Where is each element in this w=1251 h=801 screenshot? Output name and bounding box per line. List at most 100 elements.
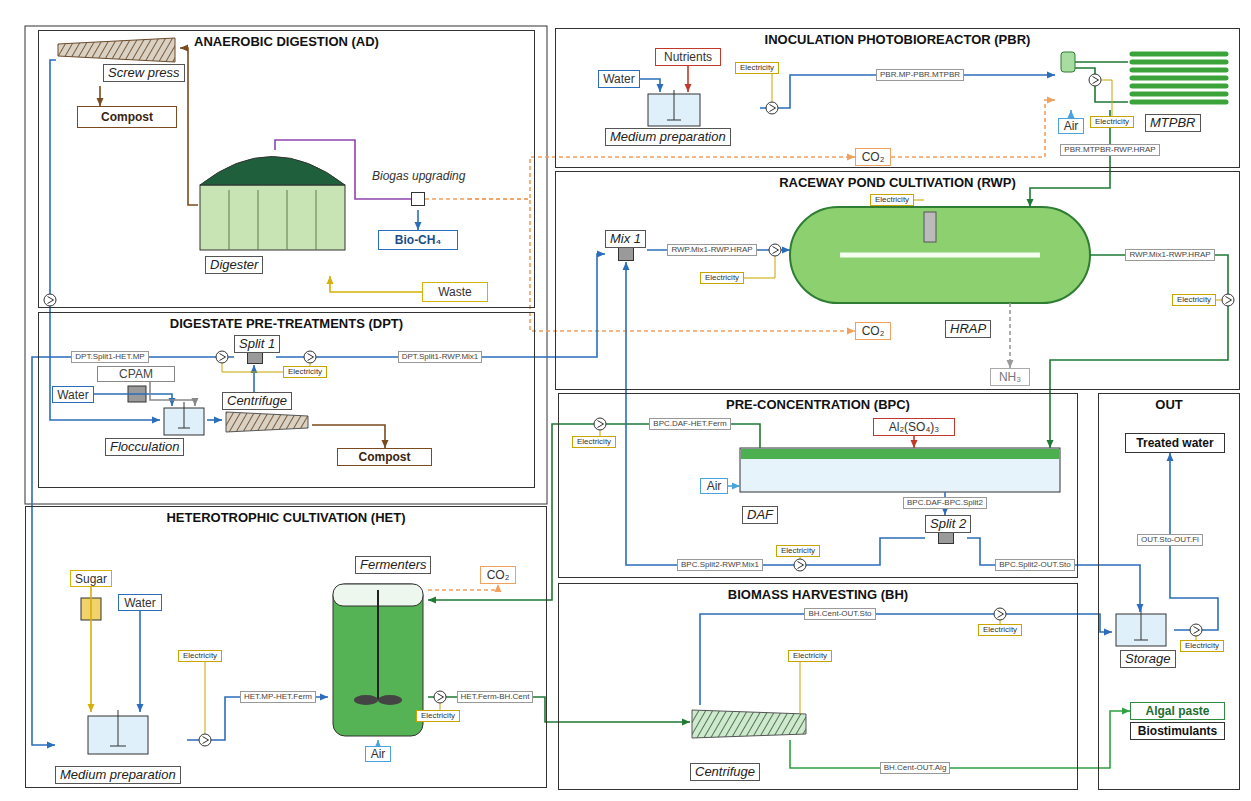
flow-connector — [685, 66, 692, 92]
stream-label: BPC.DAF-BPC.Split2 — [903, 497, 987, 509]
flow-line — [1050, 255, 1228, 448]
electricity-box: Electricity — [572, 436, 616, 448]
electricity-label: Electricity — [793, 651, 827, 661]
arrow-head — [1027, 199, 1034, 207]
electricity-label: Electricity — [740, 63, 774, 73]
equipment-label: Flocculation — [105, 438, 184, 456]
equipment-label: HRAP — [945, 320, 991, 338]
equipment-label: Digester — [205, 256, 263, 274]
arrow-head — [847, 328, 855, 335]
arrow-head — [180, 45, 188, 52]
equipment: Biogas upgrading — [368, 168, 468, 210]
flow-connector — [623, 262, 926, 565]
equipment: Split 2 — [925, 515, 967, 545]
arrow-head — [1122, 708, 1130, 715]
flow-connector — [790, 708, 1130, 769]
stream-box: Water — [598, 70, 640, 88]
flow-line — [790, 711, 1130, 768]
flow-line — [967, 538, 1140, 612]
equipment: Flocculation — [160, 406, 207, 436]
equipment: Centrifuge — [690, 705, 810, 740]
drawing-part — [378, 695, 402, 705]
stream-label: BPC.DAF-HET.Ferm — [649, 418, 730, 430]
mtpbr-icon — [1061, 52, 1226, 102]
stream-label: RWP.Mix1-RWP.HRAP — [1125, 249, 1214, 261]
stream-box: Compost — [337, 448, 432, 466]
daf-icon — [740, 448, 1060, 492]
flow-connector — [1047, 255, 1229, 448]
power-wire — [205, 74, 1222, 734]
stream-box: Air — [700, 478, 728, 494]
electricity-box: Electricity — [735, 62, 779, 74]
equipment: Screw press — [56, 36, 180, 86]
equipment-label: Medium preparation — [605, 128, 731, 146]
flow-connector — [137, 611, 144, 712]
flow-line — [275, 140, 368, 199]
arrow-head — [1104, 629, 1112, 636]
drawing-part — [58, 38, 175, 62]
arrow-head — [911, 440, 918, 448]
stream-box: Water — [118, 594, 162, 611]
equipment-label: DAF — [742, 506, 778, 524]
arrow-head — [320, 694, 328, 701]
stream-label: RWP.Mix1-RWP.HRAP — [667, 244, 756, 256]
drawing-part — [229, 190, 316, 250]
flow-line — [330, 276, 422, 292]
box-label: Biostimulants — [1138, 724, 1217, 738]
drawing-part — [200, 185, 345, 250]
screw-press-icon — [58, 38, 175, 62]
stream-box: CPAM — [97, 366, 175, 382]
drawing-part — [840, 253, 1040, 258]
equipment-label: Centrifuge — [222, 392, 292, 410]
drawing-part — [794, 559, 806, 571]
arrow-head — [1137, 604, 1144, 612]
drawing-part — [790, 207, 1090, 303]
stream-label: BH.Cent-OUT.Sto — [804, 608, 875, 620]
drawing-part — [377, 590, 379, 700]
equipment: DAF — [740, 448, 1060, 492]
panel-title: DIGESTATE PRE-TREATMENTS (DPT) — [39, 316, 534, 331]
stream-label: DPT.Split1-HET.MP — [71, 351, 148, 363]
flow-connector — [700, 614, 1112, 705]
box-label: Nutrients — [664, 50, 712, 64]
equipment-label: Storage — [1120, 650, 1176, 668]
section-panel: ANAEROBIC DIGESTION (AD)Screw pressCompo… — [38, 30, 535, 308]
equipment-label: Fermenters — [355, 556, 431, 574]
stream-label: PBR.MTPBR-RWP.HRAP — [1060, 144, 1159, 156]
arrow-head — [192, 398, 199, 406]
electricity-box: Electricity — [870, 194, 914, 206]
equipment-label: Split 1 — [234, 335, 280, 353]
gas-line — [368, 198, 411, 200]
stream-box: Water — [52, 386, 94, 403]
box-label: Water — [57, 388, 89, 402]
electricity-label: Electricity — [288, 367, 322, 377]
stream-label: BH.Cent-OUT.Alg — [880, 762, 951, 774]
drawing-part — [994, 608, 1006, 620]
stream-box: Air — [365, 746, 391, 762]
stream-box: Bio-CH₄ — [378, 230, 458, 250]
arrow-head — [1047, 440, 1054, 448]
drawing-part — [216, 351, 228, 363]
stream-box: Air — [1058, 118, 1084, 134]
pump-symbol — [44, 74, 1234, 746]
box-label: Waste — [438, 285, 472, 299]
stream-label: BPC.Split2-RWP.Mix1 — [677, 559, 763, 571]
box-label: Air — [371, 747, 386, 761]
arrow-head — [597, 251, 605, 258]
box-label: Sugar — [75, 572, 107, 586]
drawing-part — [741, 449, 1059, 459]
drawing-part — [740, 448, 1060, 492]
flow-connector — [728, 483, 740, 490]
arrow-head — [782, 247, 790, 254]
electricity-label: Electricity — [705, 273, 739, 283]
flow-connector — [428, 584, 502, 592]
flow-connector — [251, 365, 258, 392]
mixer-symbol — [618, 247, 634, 261]
box-label: Compost — [359, 450, 411, 464]
flow-line — [312, 425, 385, 448]
box-label: CO₂ — [862, 324, 885, 338]
drawing-part — [434, 691, 446, 703]
stream-label: HET.Ferm-BH.Cent — [457, 691, 534, 703]
equipment-label: Biogas upgrading — [368, 168, 469, 184]
